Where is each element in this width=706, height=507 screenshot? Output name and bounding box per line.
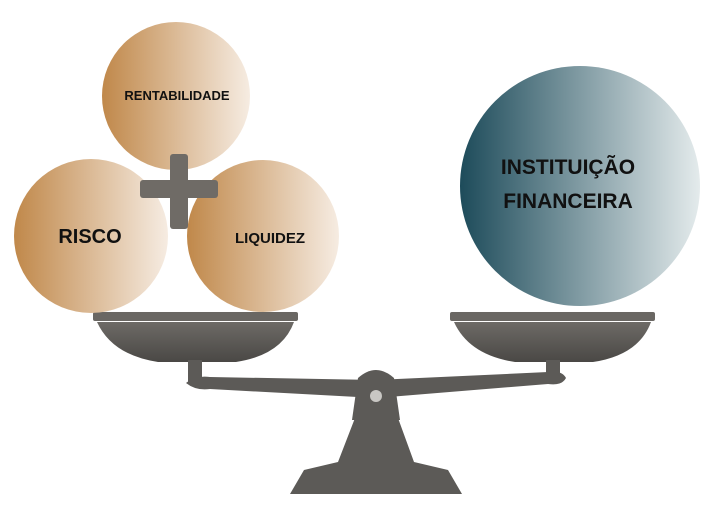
scale-base [290, 418, 462, 494]
right-pan-rim [450, 312, 655, 321]
right-pan-stem [546, 360, 560, 382]
left-pan-stem [188, 360, 202, 384]
scale-beam [186, 371, 566, 398]
scale-pivot [370, 390, 382, 402]
liquidez-circle [187, 160, 339, 312]
instituicao-label: INSTITUIÇÃO [501, 156, 635, 179]
instituicao-financeira-circle [460, 66, 700, 306]
left-pan-bowl [97, 322, 294, 362]
liquidez-label: LIQUIDEZ [235, 230, 305, 247]
left-pan-rim [93, 312, 298, 321]
rentabilidade-circle [102, 22, 250, 170]
risco-circle [14, 159, 168, 313]
balance-scale-icon [93, 312, 655, 494]
risco-label: RISCO [58, 226, 121, 248]
plus-icon [140, 154, 218, 229]
right-pan-bowl [454, 322, 651, 362]
rentabilidade-label: RENTABILIDADE [124, 88, 230, 103]
financeira-label: FINANCEIRA [503, 190, 633, 213]
